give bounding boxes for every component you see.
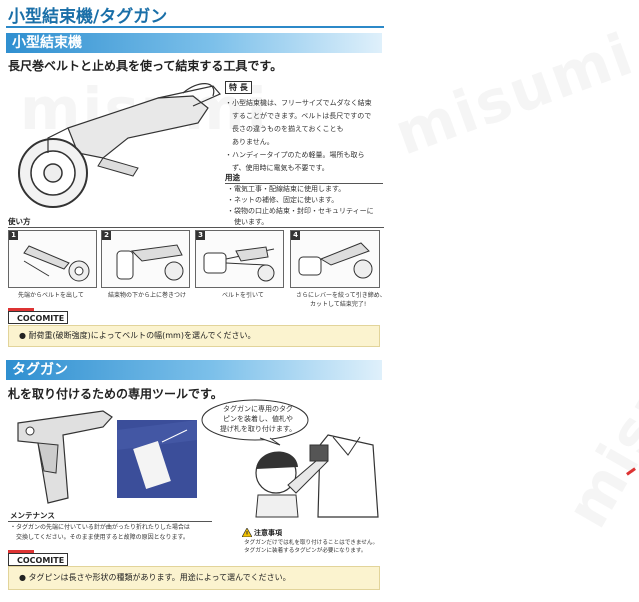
step-4-panel: 4: [290, 230, 380, 288]
section-lead: 長尺巻ベルトと止め具を使って結束する工具です。: [8, 59, 283, 73]
usage-text: ・電気工事・配線結束に使用します。 ・ネットの補修、固定に使います。 ・袋物の口…: [227, 185, 374, 226]
speech-bubble-text: タグガンに専用のタグ ピンを装着し、値札や 提げ札を取り付けます。: [219, 405, 297, 433]
usage-heading: 用途: [225, 173, 240, 182]
step-3-illustration: [203, 246, 275, 282]
caution-heading: 注意事項: [254, 529, 282, 537]
tag-gun-illustration: [17, 410, 113, 504]
caution-text: タグガンだけでは札を取り付けることはできません。 タグガンに装着するタグピンが必…: [244, 540, 379, 554]
step-number: 3: [196, 231, 205, 240]
step-number: 1: [9, 231, 18, 240]
maintenance-text: ・タグガンの先端に付いている針が曲がったり折れたりした場合は 交換してください。…: [10, 524, 190, 541]
step-1-illustration: [23, 245, 90, 282]
howto-rule: [8, 227, 384, 228]
cocomite-tab: [8, 550, 34, 554]
warning-icon: [242, 528, 252, 537]
step-3-panel: 3: [195, 230, 284, 288]
step-4-illustration: [298, 242, 373, 279]
cocomite-badge: COCOMITE: [8, 553, 68, 566]
cocomite-tab: [8, 308, 34, 312]
step-4-caption-2: カットして結束完了!: [310, 301, 367, 308]
step-4-caption: さらにレバーを絞って引き締め、: [296, 292, 386, 299]
watermark: misumi: [385, 19, 639, 169]
note-bar: ● 耐荷重(破断強度)によってベルトの幅(mm)を選んでください。: [8, 325, 380, 347]
section-header-binder: 小型結束機: [6, 33, 382, 53]
page-title: 小型結束機/タグガン: [8, 7, 168, 27]
cocomite-badge: COCOMITE: [8, 311, 68, 324]
step-1-caption: 先端からベルトを出して: [18, 292, 84, 299]
section-lead: 札を取り付けるための専用ツールです。: [8, 387, 223, 401]
title-rule: [6, 26, 384, 28]
step-3-caption: ベルトを引いて: [222, 292, 264, 299]
usage-rule: [225, 183, 383, 184]
maintenance-rule: [8, 521, 212, 522]
step-2-panel: 2: [101, 230, 190, 288]
step-number: 4: [291, 231, 300, 240]
feature-text: ・小型結束機は、フリーサイズでムダなく結束 することができます。ベルトは長尺です…: [225, 99, 372, 172]
tag-photo: [117, 420, 197, 498]
speech-bubble-shape: [201, 399, 309, 446]
binder-tool-illustration: [18, 83, 221, 208]
step-2-caption: 結束物の下から上に巻きつけ: [108, 292, 187, 299]
note-bar: ● タグピンは長さや形状の種類があります。用途によって選んでください。: [8, 566, 380, 590]
person-tagging-illustration: [255, 434, 379, 518]
maintenance-heading: メンテナンス: [10, 511, 55, 520]
step-1-panel: 1: [8, 230, 97, 288]
watermark: misumi: [552, 289, 639, 539]
step-2-illustration: [116, 244, 184, 281]
step-number: 2: [102, 231, 111, 240]
section-header-tag-gun: タグガン: [6, 360, 382, 380]
feature-tag: 特 長: [225, 81, 252, 94]
howto-heading: 使い方: [8, 217, 31, 226]
